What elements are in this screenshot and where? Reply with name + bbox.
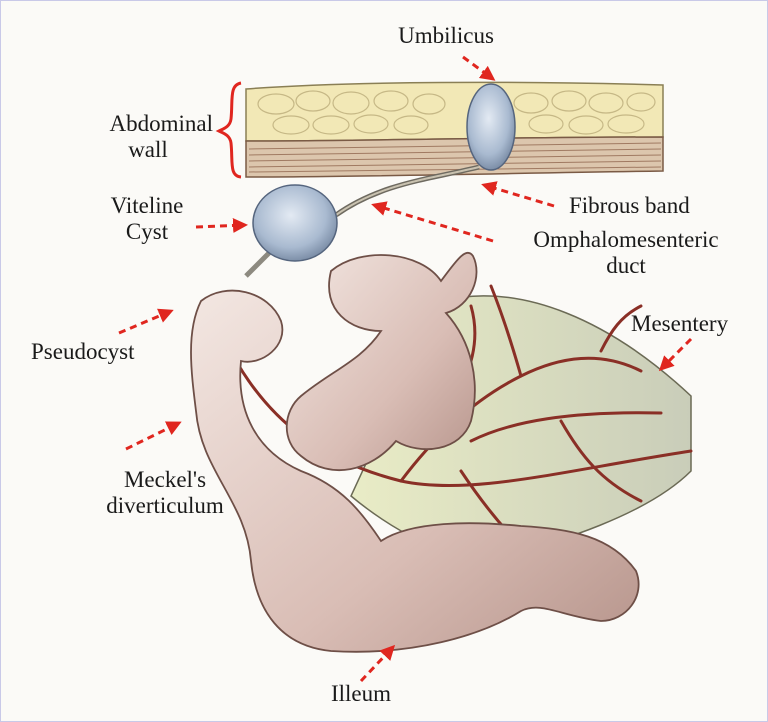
omphalomesenteric-duct [246, 251, 271, 276]
label-abdominal-wall: Abdominal wall [63, 111, 213, 163]
arrow-fibrous-band [484, 185, 554, 206]
label-mesentery: Mesentery [631, 311, 728, 337]
label-umbilicus: Umbilicus [376, 23, 516, 49]
arrow-omphalo-duct [374, 205, 493, 241]
viteline-cyst-shape [253, 185, 337, 261]
abdominal-wall-bracket [219, 83, 241, 177]
arrow-umbilicus [463, 57, 493, 79]
abdominal-wall [246, 82, 663, 177]
arrow-pseudocyst [119, 311, 171, 333]
arrow-viteline-cyst [196, 225, 245, 227]
upper-loop [287, 253, 477, 470]
label-omphalomesenteric-duct: Omphalomesenteric duct [501, 227, 751, 279]
label-pseudocyst: Pseudocyst [31, 339, 135, 365]
umbilicus-shape [467, 84, 515, 170]
label-viteline-cyst: Viteline Cyst [97, 193, 197, 245]
label-illeum: Illeum [301, 681, 421, 707]
label-meckels-diverticulum: Meckel's diverticulum [75, 467, 255, 519]
arrow-mesentery [661, 339, 691, 369]
arrow-meckels [126, 423, 179, 449]
label-fibrous-band: Fibrous band [569, 193, 690, 219]
